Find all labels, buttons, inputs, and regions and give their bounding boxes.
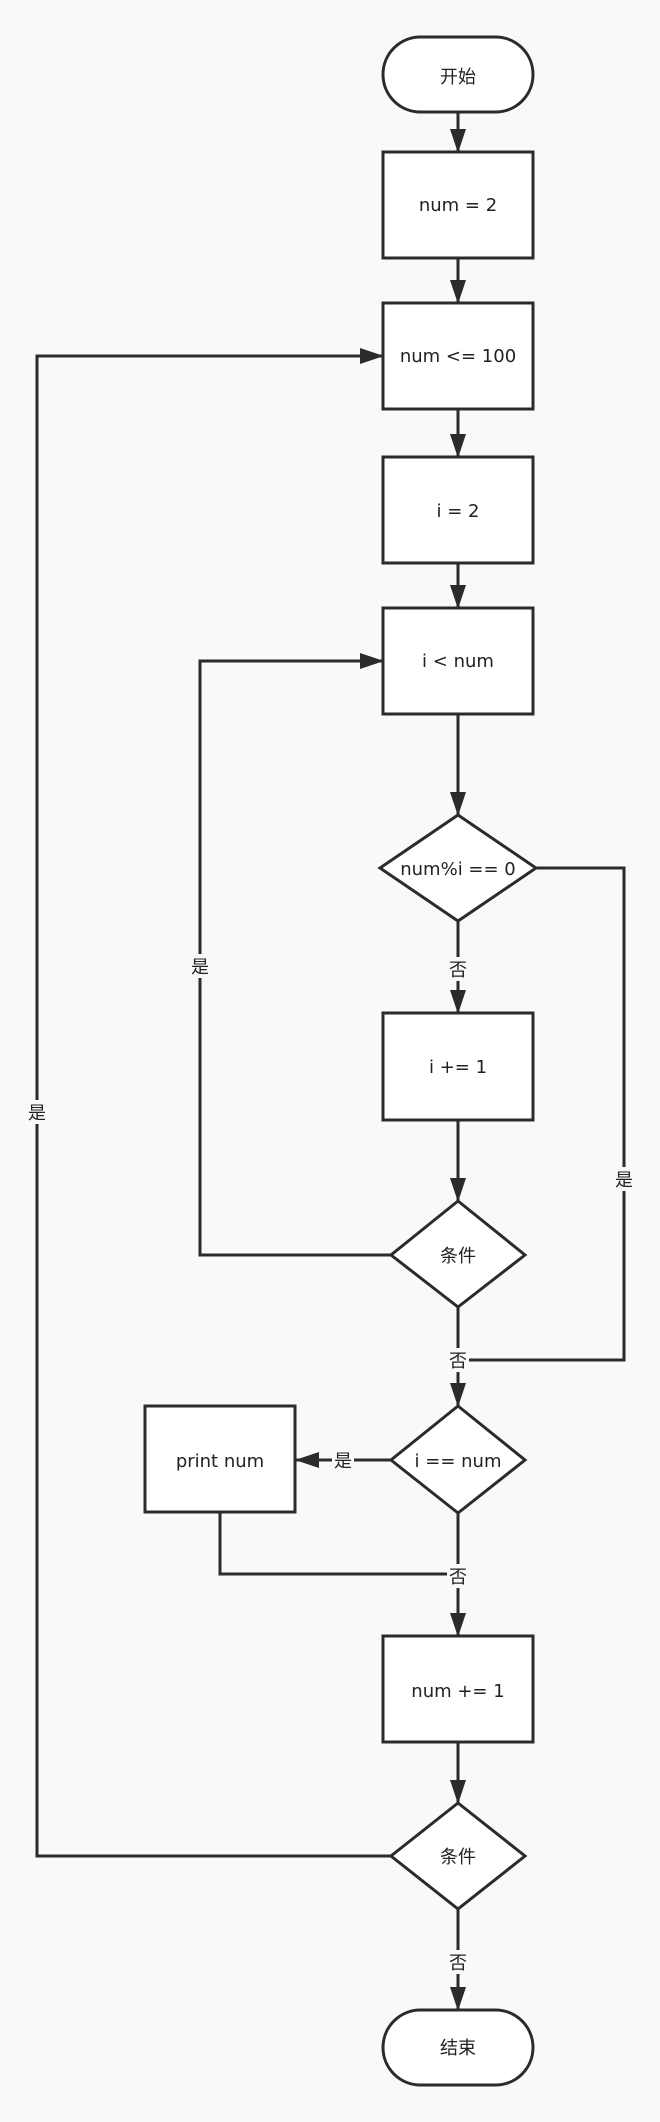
node-inner-cond: i < num [381,606,535,716]
decision-shape [388,1199,528,1309]
node-inc-num: num += 1 [381,1634,535,1744]
outer-loop-no-label: 否 [449,1953,467,1974]
label-prime-yes: 是 [332,1448,354,1472]
outer-loop-check-label: 条件 [440,1847,476,1868]
process-shape [143,1404,297,1514]
label-mod-yes: 是 [613,1167,635,1191]
process-shape [381,606,535,716]
edges [35,112,626,2011]
label-background [26,1100,48,1124]
node-outer-loop-check: 条件 [388,1801,528,1911]
inner-cond-label: i < num [422,651,494,672]
inc-num-label: num += 1 [411,1681,504,1702]
inner-loop-no-label: 否 [449,1351,467,1372]
label-background [332,1448,354,1472]
inner-loop-yes-label: 是 [191,957,209,978]
node-end: 结束 [381,2008,535,2087]
print-label: print num [176,1451,264,1472]
terminator-shape [381,35,535,114]
terminator-shape [381,2008,535,2087]
label-background [447,957,469,981]
node-mod-check: num%i == 0 [377,813,539,923]
label-inner-loop-yes: 是 [189,954,211,978]
label-background [189,954,211,978]
outer-loop-yes-label: 是 [28,1103,46,1124]
label-background [447,1950,469,1974]
label-outer-loop-yes: 是 [26,1100,48,1124]
edge-mod-check-yes [458,866,626,1362]
decision-shape [388,1801,528,1911]
label-inner-loop-no: 否 [447,1348,469,1372]
inc-i-label: i += 1 [429,1057,487,1078]
process-shape [381,1634,535,1744]
edge-print-to-merge [218,1512,458,1576]
edge-outer-loop-yes [35,348,391,1858]
prime-yes-label: 是 [334,1451,352,1472]
end-label: 结束 [440,2038,476,2059]
node-init-i: i = 2 [381,455,535,565]
start-label: 开始 [440,67,476,88]
node-prime-check: i == num [388,1404,528,1515]
edge-inner-loop-yes [198,653,391,1257]
init-i-label: i = 2 [437,501,480,522]
decision-shape [388,1404,528,1515]
mod-check-label: num%i == 0 [400,859,516,880]
init-num-label: num = 2 [419,195,497,216]
process-shape [381,455,535,565]
node-outer-cond: num <= 100 [381,301,535,411]
process-shape [381,150,535,260]
label-background [447,1348,469,1372]
prime-check-label: i == num [415,1451,502,1472]
node-print: print num [143,1404,297,1514]
edge-labels: 否 是 是 否 是 否 是 否 [26,954,635,1974]
label-mod-no: 否 [447,957,469,981]
label-outer-loop-no: 否 [447,1950,469,1974]
node-inner-loop-check: 条件 [388,1199,528,1309]
process-shape [381,301,535,411]
inner-loop-check-label: 条件 [440,1246,476,1267]
node-init-num: num = 2 [381,150,535,260]
node-inc-i: i += 1 [381,1011,535,1122]
prime-no-label: 否 [449,1567,467,1588]
node-start: 开始 [381,35,535,114]
label-background [613,1167,635,1191]
mod-no-label: 否 [449,960,467,981]
decision-shape [377,813,539,923]
label-prime-no: 否 [447,1564,469,1588]
process-shape [381,1011,535,1122]
label-background [447,1564,469,1588]
mod-yes-label: 是 [615,1170,633,1191]
outer-cond-label: num <= 100 [400,346,516,367]
